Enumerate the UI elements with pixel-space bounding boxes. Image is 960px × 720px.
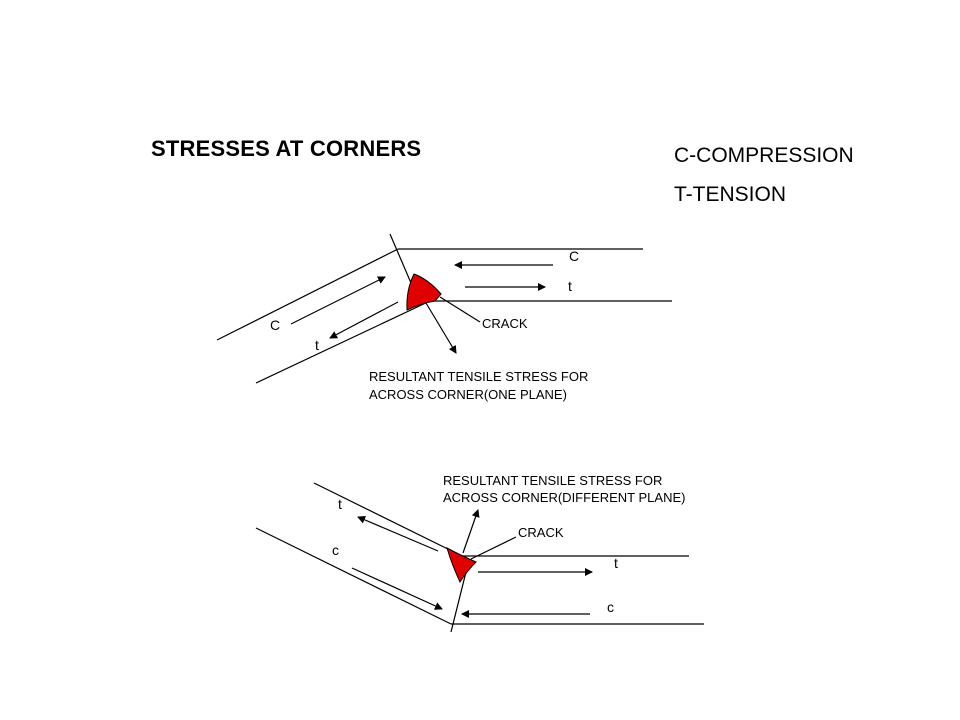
legend-tension: T-TENSION xyxy=(674,183,787,206)
bottom-crack-region xyxy=(446,546,477,584)
bottom-crack-label: CRACK xyxy=(518,525,564,540)
top-joint-line xyxy=(389,233,415,291)
bottom-inner-edge-left xyxy=(255,527,452,625)
bottom-diagram-labels: t c t c CRACK RESULTANT TENSILE STRESS F… xyxy=(332,473,685,615)
legend: C-COMPRESSION T-TENSION xyxy=(674,136,854,214)
top-corner-diagram xyxy=(216,233,672,384)
top-diagram-labels: C t C t CRACK RESULTANT TENSILE STRESS F… xyxy=(270,248,588,402)
top-label-t-right: t xyxy=(568,278,572,294)
top-crack-leader xyxy=(439,296,481,323)
top-resultant-arrow xyxy=(425,302,457,354)
top-inner-edge-left xyxy=(255,300,431,384)
bottom-resultant-label-line2: ACROSS CORNER(DIFFERENT PLANE) xyxy=(443,490,685,505)
top-resultant-label-line1: RESULTANT TENSILE STRESS FOR xyxy=(369,369,588,384)
top-crack-label: CRACK xyxy=(482,316,528,331)
slide-title: STRESSES AT CORNERS xyxy=(151,136,422,161)
bottom-arrow-c-left xyxy=(351,567,443,610)
bottom-resultant-arrow xyxy=(462,509,480,554)
top-label-c-right: C xyxy=(569,248,579,264)
bottom-corner-diagram xyxy=(255,482,704,633)
top-label-c-left: C xyxy=(270,317,280,333)
top-arrow-t-left xyxy=(329,301,399,339)
bottom-crack-leader xyxy=(470,536,517,560)
top-arrow-c-left xyxy=(290,276,386,325)
bottom-label-c-left: c xyxy=(332,542,339,558)
top-resultant-label-line2: ACROSS CORNER(ONE PLANE) xyxy=(369,387,567,402)
bottom-arrow-t-left xyxy=(357,516,439,552)
top-outer-edge-left xyxy=(216,248,399,341)
legend-compression: C-COMPRESSION xyxy=(674,144,854,167)
top-label-t-left: t xyxy=(315,337,319,353)
bottom-resultant-label-line1: RESULTANT TENSILE STRESS FOR xyxy=(443,473,662,488)
bottom-label-t-right: t xyxy=(614,555,618,571)
bottom-label-c-right: c xyxy=(607,599,614,615)
top-crack-region xyxy=(406,273,442,311)
bottom-label-t-left: t xyxy=(338,496,342,512)
bottom-outer-edge-left xyxy=(313,482,463,557)
